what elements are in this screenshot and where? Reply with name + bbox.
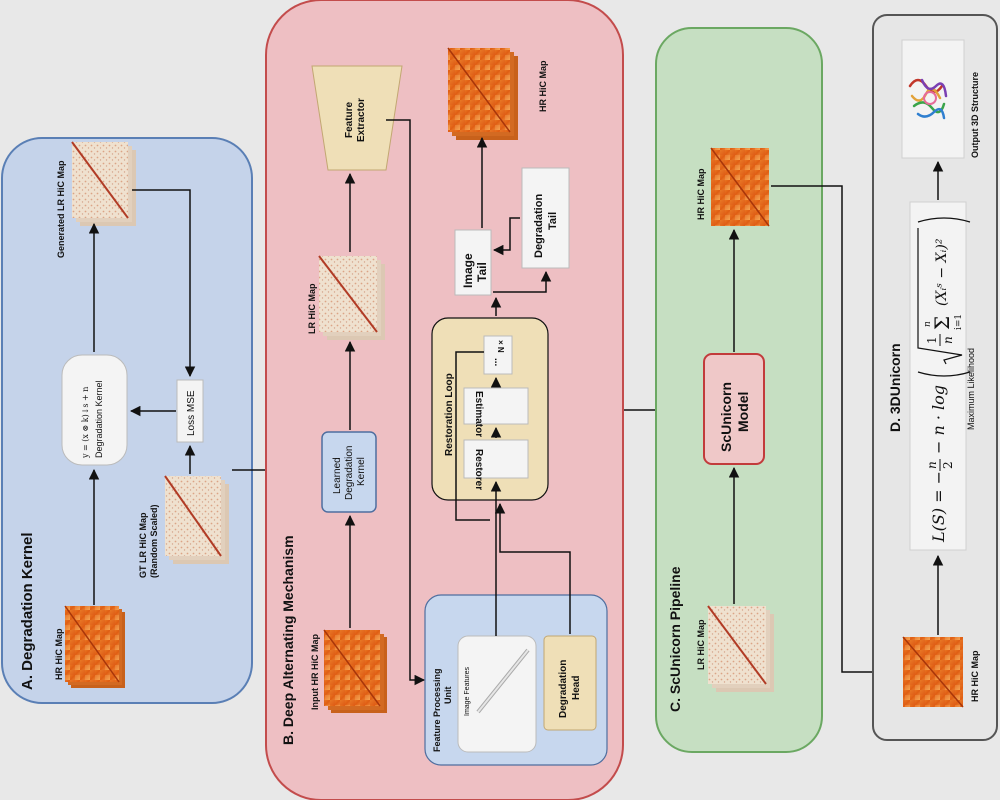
degradation-tail-box [521,167,570,269]
fpu-label-1: Feature Processing [432,668,442,752]
panel-b-arrows [344,119,704,686]
formula-n: n [941,336,955,344]
formula-sigma: Σ [930,316,954,330]
feature-extractor-line-2: Extractor [356,98,367,142]
restorer-label: Restorer [473,449,484,490]
panel-c-lr-map [707,605,774,692]
loop-repeat-box [483,335,513,375]
image-tail-line-2: Tail [475,262,489,282]
restorer-box [463,439,529,479]
image-tail-line-1: Image [461,253,475,288]
panel-c-lr-map-label: LR HiC Map [696,619,706,670]
image-features-glyph-inner [477,649,529,713]
image-features-label: Image Features [464,666,471,716]
loop-times-n: × N [496,340,505,353]
formula-inner: (Xᵢˢ − Xᵢ)² [934,238,950,306]
fpu-label-2: Unit [443,687,453,705]
degradation-kernel-box [61,354,128,466]
degradation-head-line-1: Degradation [558,660,569,718]
panel-d-hr-map [902,636,964,708]
restoration-loop-label: Restoration Loop [444,373,455,456]
scunicorn-model-box [703,353,765,465]
panel-c-hr-map [710,147,770,227]
learned-kernel-line-3: Kernel [356,457,367,486]
panel-d-title: D. 3DUnicorn [887,343,903,432]
generated-lr-map-label: Generated LR HiC Map [56,160,66,258]
degradation-head-box [543,635,597,731]
panel-c-hr-map-label: HR HiC Map [696,168,706,220]
feature-extractor-line-1: Feature [344,101,355,138]
panel-a-hr-map-label: HR HiC Map [54,628,64,680]
learned-kernel-line-2: Degradation [344,446,355,500]
estimator-box [463,387,529,425]
formula-caption: Maximum Likelihood [966,348,976,430]
gt-lr-map-label-2: (Random Scaled) [149,504,159,578]
degradation-tail-line-2: Tail [547,212,559,230]
degradation-head-line-2: Head [571,676,582,700]
output-3d-structure-label: Output 3D Structure [970,72,980,158]
formula-sum-bottom: i=1 [954,314,964,330]
formula-one: 1 [925,336,939,344]
loop-ellipsis: ... [492,358,503,367]
panel-c-title: C. ScUnicorn Pipeline [667,566,683,712]
panel-b-hr-map-label: HR HiC Map [538,60,548,112]
formula-mid: − n · log [929,385,948,454]
panel-b-title: B. Deep Alternating Mechanism [280,535,296,745]
panel-b-lr-map [318,255,385,340]
image-tail-box [454,229,492,296]
formula-frac-num: n [925,461,939,469]
formula-sum-top: n [923,321,933,327]
scunicorn-model-line-1: ScUnicorn [718,382,734,452]
gt-lr-map [164,475,229,564]
loss-mse-label: Loss MSE [186,390,197,436]
panel-a-hr-map [64,605,125,688]
panel-d-hr-map-label: HR HiC Map [970,650,980,702]
learned-kernel-line-1: Learned [332,457,343,494]
likelihood-formula: L(S) = − n 2 − n · log 1 n n Σ i=1 (Xᵢˢ … [917,217,971,543]
formula-lhs: L(S) = − [929,471,948,543]
scunicorn-model-line-2: Model [735,392,751,432]
loss-mse-box [176,379,204,443]
learned-degradation-kernel-box [321,431,377,513]
generated-lr-map [71,141,136,226]
formula-frac-den: 2 [941,461,955,469]
input-hr-map [323,629,387,713]
panel-b-hr-map [447,47,518,140]
panel-c-arrows [728,185,900,678]
degradation-kernel-label: Degradation Kernel [94,380,104,458]
input-hr-map-label: Input HR HiC Map [310,634,320,710]
estimator-label: Estimator [473,391,484,437]
output-3d-structure-box [901,39,965,159]
degradation-tail-line-1: Degradation [533,194,545,258]
degradation-kernel-equation: y = (x ⊗ k)↓s + n [81,387,90,459]
feature-extractor [311,65,403,171]
panel-b-lr-map-label: LR HiC Map [307,283,317,334]
protein-structure-icon [908,78,948,120]
panel-a-title: A. Degradation Kernel [19,532,36,690]
gt-lr-map-label-1: GT LR HiC Map [138,512,148,578]
